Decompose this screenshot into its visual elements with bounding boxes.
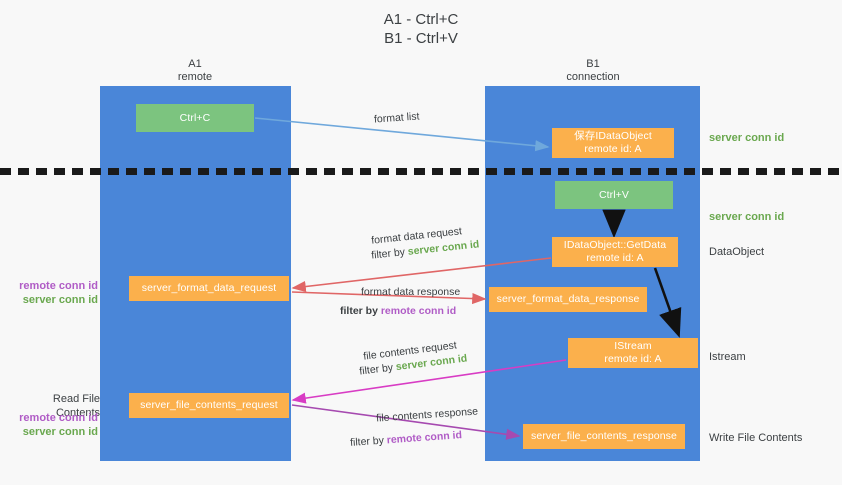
node-ctrl-v-label: Ctrl+V bbox=[598, 188, 630, 201]
edge-label-format-data-response: format data response bbox=[361, 286, 461, 298]
node-istream-line2: remote id: A bbox=[604, 353, 662, 365]
node-idataobject-getdata[interactable]: IDataObject::GetData remote id: A bbox=[552, 237, 678, 267]
node-server-format-data-request-label: server_format_data_request bbox=[141, 282, 277, 294]
label-server-conn-id: server conn id bbox=[22, 426, 98, 438]
label-write-file-contents: Write File Contents bbox=[709, 432, 803, 444]
edge-label-format-list: format list bbox=[373, 110, 420, 126]
node-server-format-data-response-label: server_format_data_response bbox=[496, 293, 640, 305]
node-server-file-contents-response-label: server_file_contents_response bbox=[531, 430, 677, 442]
label-remote-conn-id: remote conn id bbox=[19, 280, 98, 292]
label-read-file-contents: Read File Contents bbox=[52, 393, 100, 419]
dashed-divider bbox=[0, 168, 842, 175]
label-dataobject: DataObject bbox=[709, 246, 765, 258]
filter-prefix: filter by bbox=[340, 305, 381, 317]
edge-label-file-contents-response: file contents response bbox=[375, 405, 479, 425]
label-server-conn-id: server conn id bbox=[22, 294, 98, 306]
node-saved-idataobject-line1: 保存IDataObject bbox=[574, 130, 652, 142]
label-istream: Istream bbox=[709, 351, 746, 363]
node-server-file-contents-response[interactable]: server_file_contents_response bbox=[523, 424, 685, 449]
column-header-b1: B1 connection bbox=[566, 58, 620, 83]
node-ctrl-c[interactable]: Ctrl+C bbox=[136, 104, 254, 132]
node-server-file-contents-request[interactable]: server_file_contents_request bbox=[129, 393, 289, 418]
label-server-conn-id-mid: server conn id bbox=[709, 211, 785, 223]
filter-prefix: filter by bbox=[358, 361, 397, 378]
filter-id-remote-conn-id: remote conn id bbox=[380, 305, 457, 317]
edge-label-file-contents-response-filter: filter by remote conn id bbox=[350, 428, 463, 450]
label-remote-conn-id: remote conn id bbox=[19, 412, 98, 424]
filter-prefix: filter by bbox=[370, 245, 409, 262]
node-saved-idataobject-line2: remote id: A bbox=[584, 143, 642, 155]
node-istream[interactable]: IStream remote id: A bbox=[568, 338, 698, 368]
node-server-file-contents-request-label: server_file_contents_request bbox=[140, 399, 278, 411]
node-ctrl-v[interactable]: Ctrl+V bbox=[555, 181, 673, 209]
filter-id-remote-conn-id: remote conn id bbox=[386, 429, 463, 447]
node-ctrl-c-label: Ctrl+C bbox=[179, 111, 211, 124]
node-server-format-data-request[interactable]: server_format_data_request bbox=[129, 276, 289, 301]
label-conn-ids-file: remote conn id server conn id bbox=[10, 411, 98, 439]
node-istream-line1: IStream bbox=[614, 340, 652, 352]
node-idataobject-getdata-line1: IDataObject::GetData bbox=[563, 239, 667, 251]
column-header-a1: A1 remote bbox=[177, 58, 213, 83]
label-conn-ids-format: remote conn id server conn id bbox=[10, 279, 98, 307]
node-saved-idataobject[interactable]: 保存IDataObject remote id: A bbox=[552, 128, 674, 158]
page-title: A1 - Ctrl+C B1 - Ctrl+V bbox=[383, 11, 459, 47]
label-server-conn-id-top: server conn id bbox=[709, 132, 785, 144]
node-server-format-data-response[interactable]: server_format_data_response bbox=[489, 287, 647, 312]
edge-label-format-data-response-filter: filter by remote conn id bbox=[340, 304, 456, 318]
filter-prefix: filter by bbox=[349, 434, 388, 449]
node-idataobject-getdata-line2: remote id: A bbox=[586, 252, 644, 264]
